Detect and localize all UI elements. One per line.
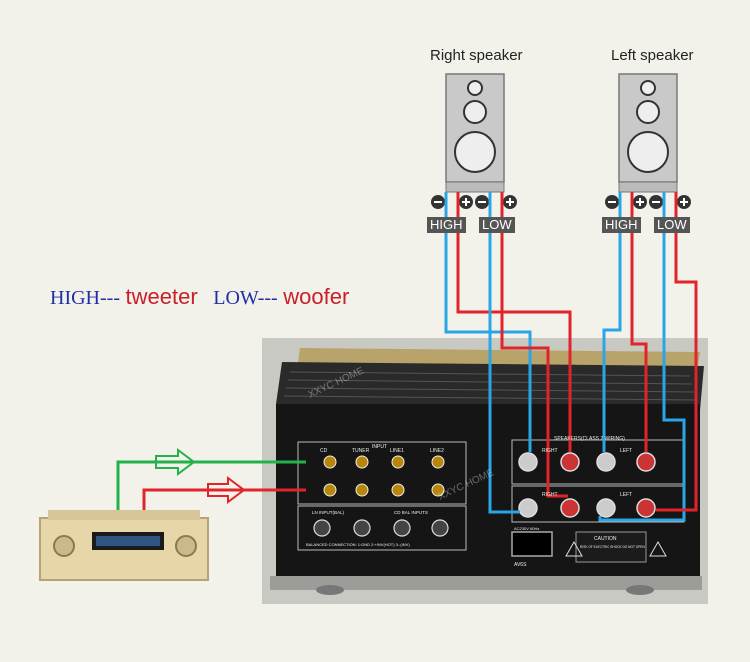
preamp-display-glow [96, 536, 160, 546]
line2-label: LINE2 [430, 448, 444, 454]
rca-jacks [323, 455, 445, 497]
input-label: INPUT [372, 444, 387, 450]
polarity-symbols [434, 198, 688, 206]
wire-right-low-neg [488, 192, 520, 514]
rca-line2-left [431, 455, 445, 469]
legend: HIGH--- tweeter LOW--- woofer [50, 284, 349, 310]
left-speaker-mid [636, 100, 660, 124]
xlr-2 [353, 519, 371, 537]
cd-bal-label: CD BAL INPUTS [394, 510, 428, 515]
xlr-jacks [313, 519, 449, 537]
left-speaker-woofer [627, 131, 669, 173]
right-speaker-tweeter [467, 80, 483, 96]
speakers-right-a: RIGHT [542, 448, 558, 454]
post-right-b-pos [560, 498, 580, 518]
xlr-section [297, 505, 467, 551]
cd-label: CD [320, 448, 328, 454]
wire-left-low-neg [598, 192, 686, 522]
legend-low: LOW [213, 287, 258, 309]
post-left-a-neg [596, 452, 616, 472]
ac-label: AC230V 60Hz [514, 526, 539, 531]
post-right-b-neg [518, 498, 538, 518]
rca-line1-right [391, 483, 405, 497]
xlr-1 [313, 519, 331, 537]
preamp-knob-right [175, 535, 197, 557]
ln-inputs-label: LN INPUT(BAL) [312, 510, 345, 515]
legend-tweeter: tweeter [125, 284, 198, 309]
left-speaker-terminal [618, 181, 678, 193]
wire-preamp-left [116, 460, 306, 510]
speakers-right-b: RIGHT [542, 492, 558, 498]
wire-left-high-pos [630, 192, 648, 452]
tuner-label: TUNER [352, 448, 370, 454]
legend-dash-1: --- [100, 287, 120, 309]
amp-foot-right [626, 585, 654, 595]
preamp-knob-left [53, 535, 75, 557]
speaker-wires [444, 192, 698, 522]
post-right-a-neg [518, 452, 538, 472]
right-speaker-mid [463, 100, 487, 124]
model-label: AV6S [514, 562, 527, 568]
input-section [297, 441, 467, 505]
left-speaker-tweeter [640, 80, 656, 96]
left-polarity-markers [605, 195, 691, 209]
warning-triangle-2 [649, 540, 667, 557]
preamp-top [48, 510, 200, 520]
speakers-left-a: LEFT [620, 448, 632, 454]
caution-title: CAUTION [594, 536, 617, 542]
post-left-a-pos [636, 452, 656, 472]
post-left-b-pos [636, 498, 656, 518]
wire-preamp-right [142, 488, 306, 510]
xlr-4 [431, 519, 449, 537]
right-low-tag: LOW [479, 217, 515, 233]
post-right-a-pos [560, 452, 580, 472]
amp-base [270, 576, 702, 590]
rca-tuner-left [355, 455, 369, 469]
warning-triangle-1 [565, 540, 583, 557]
post-left-b-neg [596, 498, 616, 518]
balanced-note: BALANCED CONNECTION: 1:GND 2:+INV(HOT) 3… [306, 542, 410, 547]
amp-foot-left [316, 585, 344, 595]
legend-woofer: woofer [283, 284, 350, 309]
rca-cd-right [323, 483, 337, 497]
right-speaker-woofer [454, 131, 496, 173]
caution-plate [575, 531, 647, 563]
arrow-green [155, 448, 196, 476]
right-speaker-caption: Right speaker [430, 47, 523, 64]
wire-left-high-neg [602, 192, 622, 452]
rca-cd-left [323, 455, 337, 469]
arrow-red [207, 476, 246, 504]
wire-right-high-pos [456, 192, 572, 452]
xlr-3 [393, 519, 411, 537]
left-low-tag: LOW [654, 217, 690, 233]
ac-inlet [511, 531, 553, 557]
wire-right-high-neg [444, 192, 532, 452]
left-speaker-caption: Left speaker [611, 47, 694, 64]
rca-line1-left [391, 455, 405, 469]
wire-left-low-pos [656, 192, 698, 512]
line1-label: LINE1 [390, 448, 404, 454]
left-high-tag: HIGH [602, 217, 641, 233]
legend-high: HIGH [50, 287, 100, 309]
wire-right-low-pos [500, 192, 568, 498]
right-high-tag: HIGH [427, 217, 466, 233]
right-polarity-markers [431, 195, 517, 209]
caution-text: RISK OF ELECTRIC SHOCK DO NOT OPEN [580, 545, 645, 549]
speakers-label: SPEAKERS(CLASS 2 WIRING) [554, 436, 625, 442]
speakers-left-b: LEFT [620, 492, 632, 498]
binding-posts [518, 452, 656, 518]
rca-tuner-right [355, 483, 369, 497]
legend-dash-2: --- [257, 287, 278, 309]
rca-line2-right [431, 483, 445, 497]
right-speaker-terminal [445, 181, 505, 193]
